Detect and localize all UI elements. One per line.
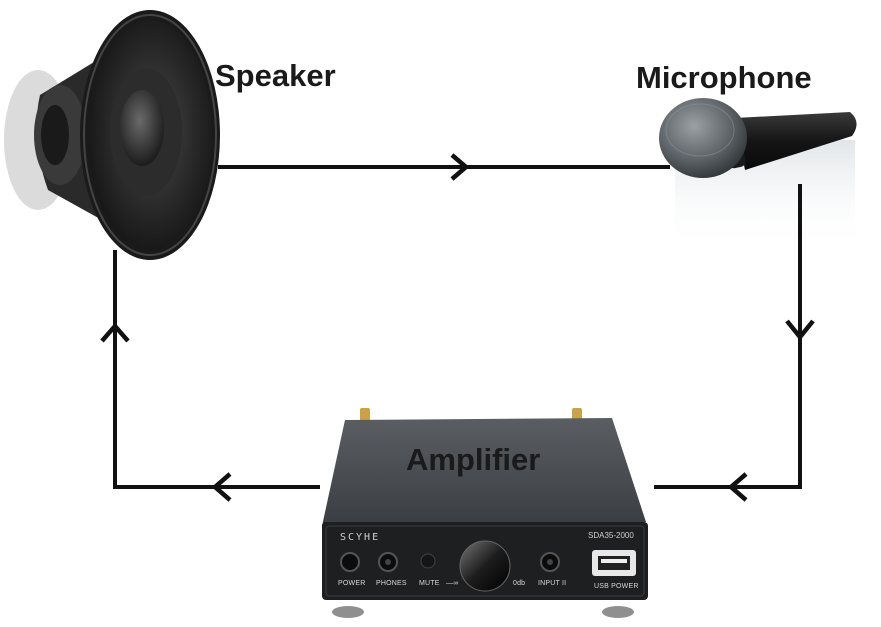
- amp-volume-min-label: —∞: [446, 580, 459, 587]
- amplifier-to-speaker-line: [113, 250, 320, 489]
- arrow-left-icon: [211, 472, 232, 502]
- amp-power-label: POWER: [338, 580, 366, 587]
- amplifier-label: Amplifier: [406, 442, 541, 477]
- amp-phones-label: PHONES: [376, 580, 407, 587]
- amp-volume-max-label: 0db: [513, 580, 526, 587]
- signal-path: [113, 165, 802, 489]
- arrow-left-icon: [727, 472, 748, 502]
- amplifier-image: [322, 408, 648, 618]
- speaker-image: [4, 10, 220, 260]
- amp-mute-label: MUTE: [419, 580, 440, 587]
- speaker-label: Speaker: [215, 58, 336, 93]
- amp-brand-text: SCYHE: [340, 532, 381, 543]
- arrow-down-icon: [785, 319, 815, 341]
- amp-usb-label: USB POWER: [594, 583, 639, 590]
- arrow-right-icon: [450, 153, 470, 181]
- amp-input-label: INPUT II: [538, 580, 567, 587]
- microphone-label: Microphone: [636, 60, 812, 95]
- microphone-image: [659, 98, 857, 250]
- microphone-to-amplifier-line: [654, 184, 802, 489]
- amp-model-text: SDA35-2000: [588, 531, 634, 540]
- arrow-up-icon: [100, 322, 130, 343]
